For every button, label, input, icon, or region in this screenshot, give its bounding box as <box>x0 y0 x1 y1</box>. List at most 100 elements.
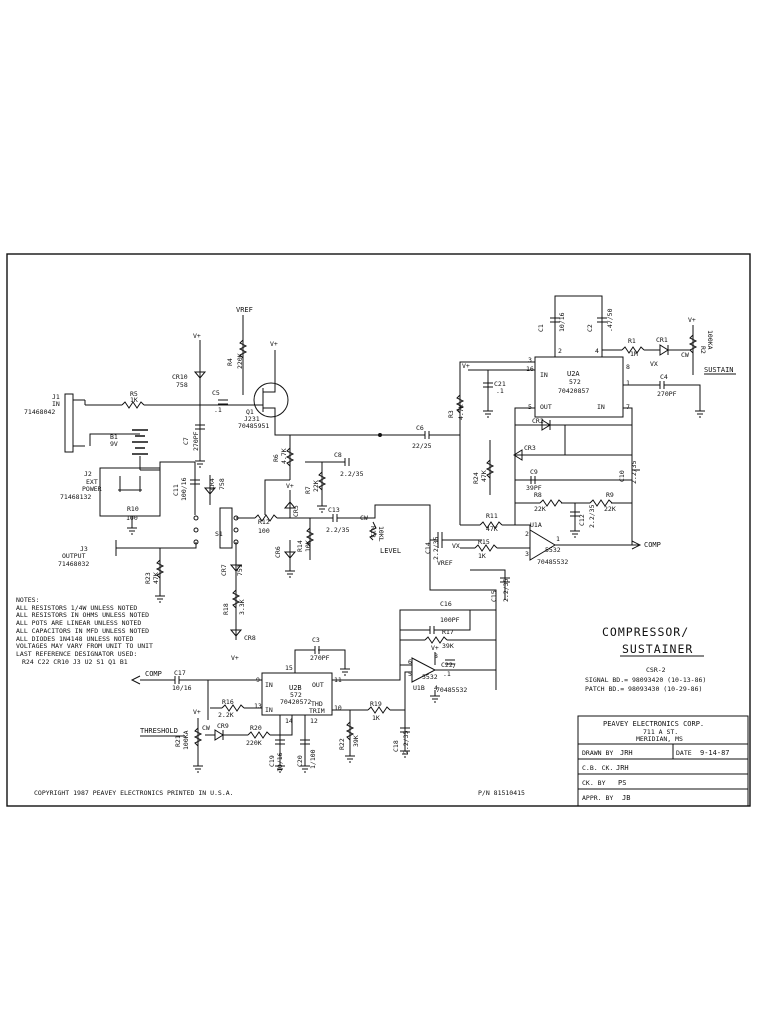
svg-text:J3: J3 <box>80 545 88 553</box>
svg-text:6: 6 <box>408 658 412 666</box>
svg-text:C2: C2 <box>586 324 594 332</box>
svg-text:70485951: 70485951 <box>238 422 269 430</box>
svg-text:JB: JB <box>622 794 630 802</box>
svg-text:CR4: CR4 <box>208 478 216 490</box>
svg-text:MERIDIAN, MS: MERIDIAN, MS <box>636 735 683 743</box>
svg-text:C13: C13 <box>328 506 340 514</box>
jfet-q1: Q1 J231 70485951 <box>238 380 289 430</box>
svg-text:9V: 9V <box>110 440 118 448</box>
svg-text:2.2/35: 2.2/35 <box>432 536 440 560</box>
svg-text:R16: R16 <box>222 698 234 706</box>
svg-text:.1: .1 <box>496 387 504 395</box>
svg-text:ALL DIODES 1N4148 UNLESS NOTED: ALL DIODES 1N4148 UNLESS NOTED <box>16 635 133 643</box>
svg-text:2.2/35: 2.2/35 <box>588 504 596 528</box>
svg-text:4: 4 <box>434 684 438 692</box>
svg-text:CW: CW <box>681 351 689 359</box>
svg-text:C.B. CK.: C.B. CK. <box>582 764 613 772</box>
svg-text:R12: R12 <box>258 518 270 526</box>
svg-text:R22: R22 <box>338 738 346 750</box>
svg-text:22K: 22K <box>604 505 616 513</box>
input-jack-j1: J1 IN 71468042 <box>24 393 86 453</box>
svg-text:5: 5 <box>408 670 412 678</box>
svg-text:R24 C22 CR10 J3 U2 S1 Q1 B1: R24 C22 CR10 J3 U2 S1 Q1 B1 <box>22 658 128 666</box>
svg-text:R15: R15 <box>478 538 490 546</box>
svg-text:1M: 1M <box>630 350 638 358</box>
svg-text:IN: IN <box>265 681 273 689</box>
svg-text:12: 12 <box>310 717 318 725</box>
svg-text:OUT: OUT <box>540 403 552 411</box>
svg-text:70420857: 70420857 <box>558 387 589 395</box>
svg-text:OUT: OUT <box>312 681 324 689</box>
svg-text:C17: C17 <box>174 669 186 677</box>
svg-text:B1: B1 <box>110 433 118 441</box>
svg-text:CR1: CR1 <box>656 336 668 344</box>
svg-text:758: 758 <box>218 478 226 490</box>
power-jack-j2: J2 EXT POWER 71468132 <box>60 467 161 517</box>
svg-text:V+: V+ <box>270 340 278 348</box>
svg-text:1: 1 <box>626 379 630 387</box>
svg-text:POWER: POWER <box>82 485 102 493</box>
svg-text:220K: 220K <box>246 739 262 747</box>
title-block: PEAVEY ELECTRONICS CORP. 711 A ST. MERID… <box>577 715 749 807</box>
svg-text:70485532: 70485532 <box>537 558 568 566</box>
svg-text:LEVEL: LEVEL <box>380 547 401 555</box>
svg-text:R4: R4 <box>226 358 234 366</box>
svg-text:DRAWN BY: DRAWN BY <box>582 749 613 757</box>
svg-text:VREF: VREF <box>236 306 253 314</box>
svg-text:CR8: CR8 <box>244 634 256 642</box>
svg-text:39K: 39K <box>442 642 454 650</box>
svg-text:751: 751 <box>236 564 244 576</box>
svg-text:C10: C10 <box>618 470 626 482</box>
svg-text:R8: R8 <box>534 491 542 499</box>
switch-s1: S1 <box>193 507 239 549</box>
svg-text:C15: C15 <box>490 590 498 602</box>
svg-text:C18: C18 <box>392 740 400 752</box>
svg-text:R2: R2 <box>699 346 707 354</box>
svg-text:C5: C5 <box>212 389 220 397</box>
svg-text:J1: J1 <box>52 393 60 401</box>
svg-text:7: 7 <box>452 662 456 670</box>
svg-text:47K: 47K <box>480 470 488 482</box>
svg-text:R24: R24 <box>472 472 480 484</box>
svg-text:NOTES:: NOTES: <box>16 596 39 604</box>
svg-text:C12: C12 <box>578 514 586 526</box>
svg-text:CW: CW <box>202 724 210 732</box>
svg-text:R5: R5 <box>130 390 138 398</box>
battery-b1: B1 9V <box>89 429 148 470</box>
svg-text:OUTPUT: OUTPUT <box>62 552 86 560</box>
svg-text:R17: R17 <box>442 628 454 636</box>
svg-text:R14: R14 <box>296 540 304 552</box>
svg-text:TRIM: TRIM <box>309 707 325 715</box>
svg-text:ALL CAPACITORS IN MFD UNLESS N: ALL CAPACITORS IN MFD UNLESS NOTED <box>16 627 149 635</box>
svg-text:3: 3 <box>528 356 532 364</box>
svg-text:.1: .1 <box>214 406 222 414</box>
svg-text:2.2/35: 2.2/35 <box>402 730 410 754</box>
svg-text:.1: .1 <box>443 670 451 678</box>
svg-text:100/16: 100/16 <box>180 477 188 501</box>
svg-text:V+: V+ <box>193 332 201 340</box>
svg-text:100PF: 100PF <box>440 616 460 624</box>
opamp-u1a: 2 3 1 U1A 5532 70485532 <box>525 521 568 566</box>
svg-text:IN: IN <box>265 706 273 714</box>
svg-text:V+: V+ <box>193 708 201 716</box>
opamp-u1b: 6 5 7 8 4 U1B 5532 70485532 <box>408 652 467 694</box>
svg-text:572: 572 <box>290 691 302 699</box>
svg-text:10/16: 10/16 <box>172 684 192 692</box>
svg-text:CR9: CR9 <box>217 722 229 730</box>
svg-text:270PF: 270PF <box>310 654 330 662</box>
svg-text:71468042: 71468042 <box>24 408 55 416</box>
svg-text:C3: C3 <box>312 636 320 644</box>
notes-block: NOTES: ALL RESISTORS 1/4W UNLESS NOTED A… <box>16 596 153 666</box>
svg-text:VX: VX <box>452 542 460 550</box>
svg-text:PS: PS <box>618 779 626 787</box>
svg-text:R1: R1 <box>628 337 636 345</box>
svg-text:270PF: 270PF <box>657 390 677 398</box>
svg-text:COMPRESSOR/: COMPRESSOR/ <box>602 625 689 639</box>
compander-u2b: U2B 572 70420572 IN IN OUT THD TRIM 9 13… <box>254 664 342 725</box>
svg-text:C4: C4 <box>660 373 668 381</box>
svg-text:Q1: Q1 <box>246 408 254 416</box>
svg-text:VX: VX <box>650 360 658 368</box>
svg-text:70485532: 70485532 <box>436 686 467 694</box>
svg-text:C19: C19 <box>268 755 276 767</box>
